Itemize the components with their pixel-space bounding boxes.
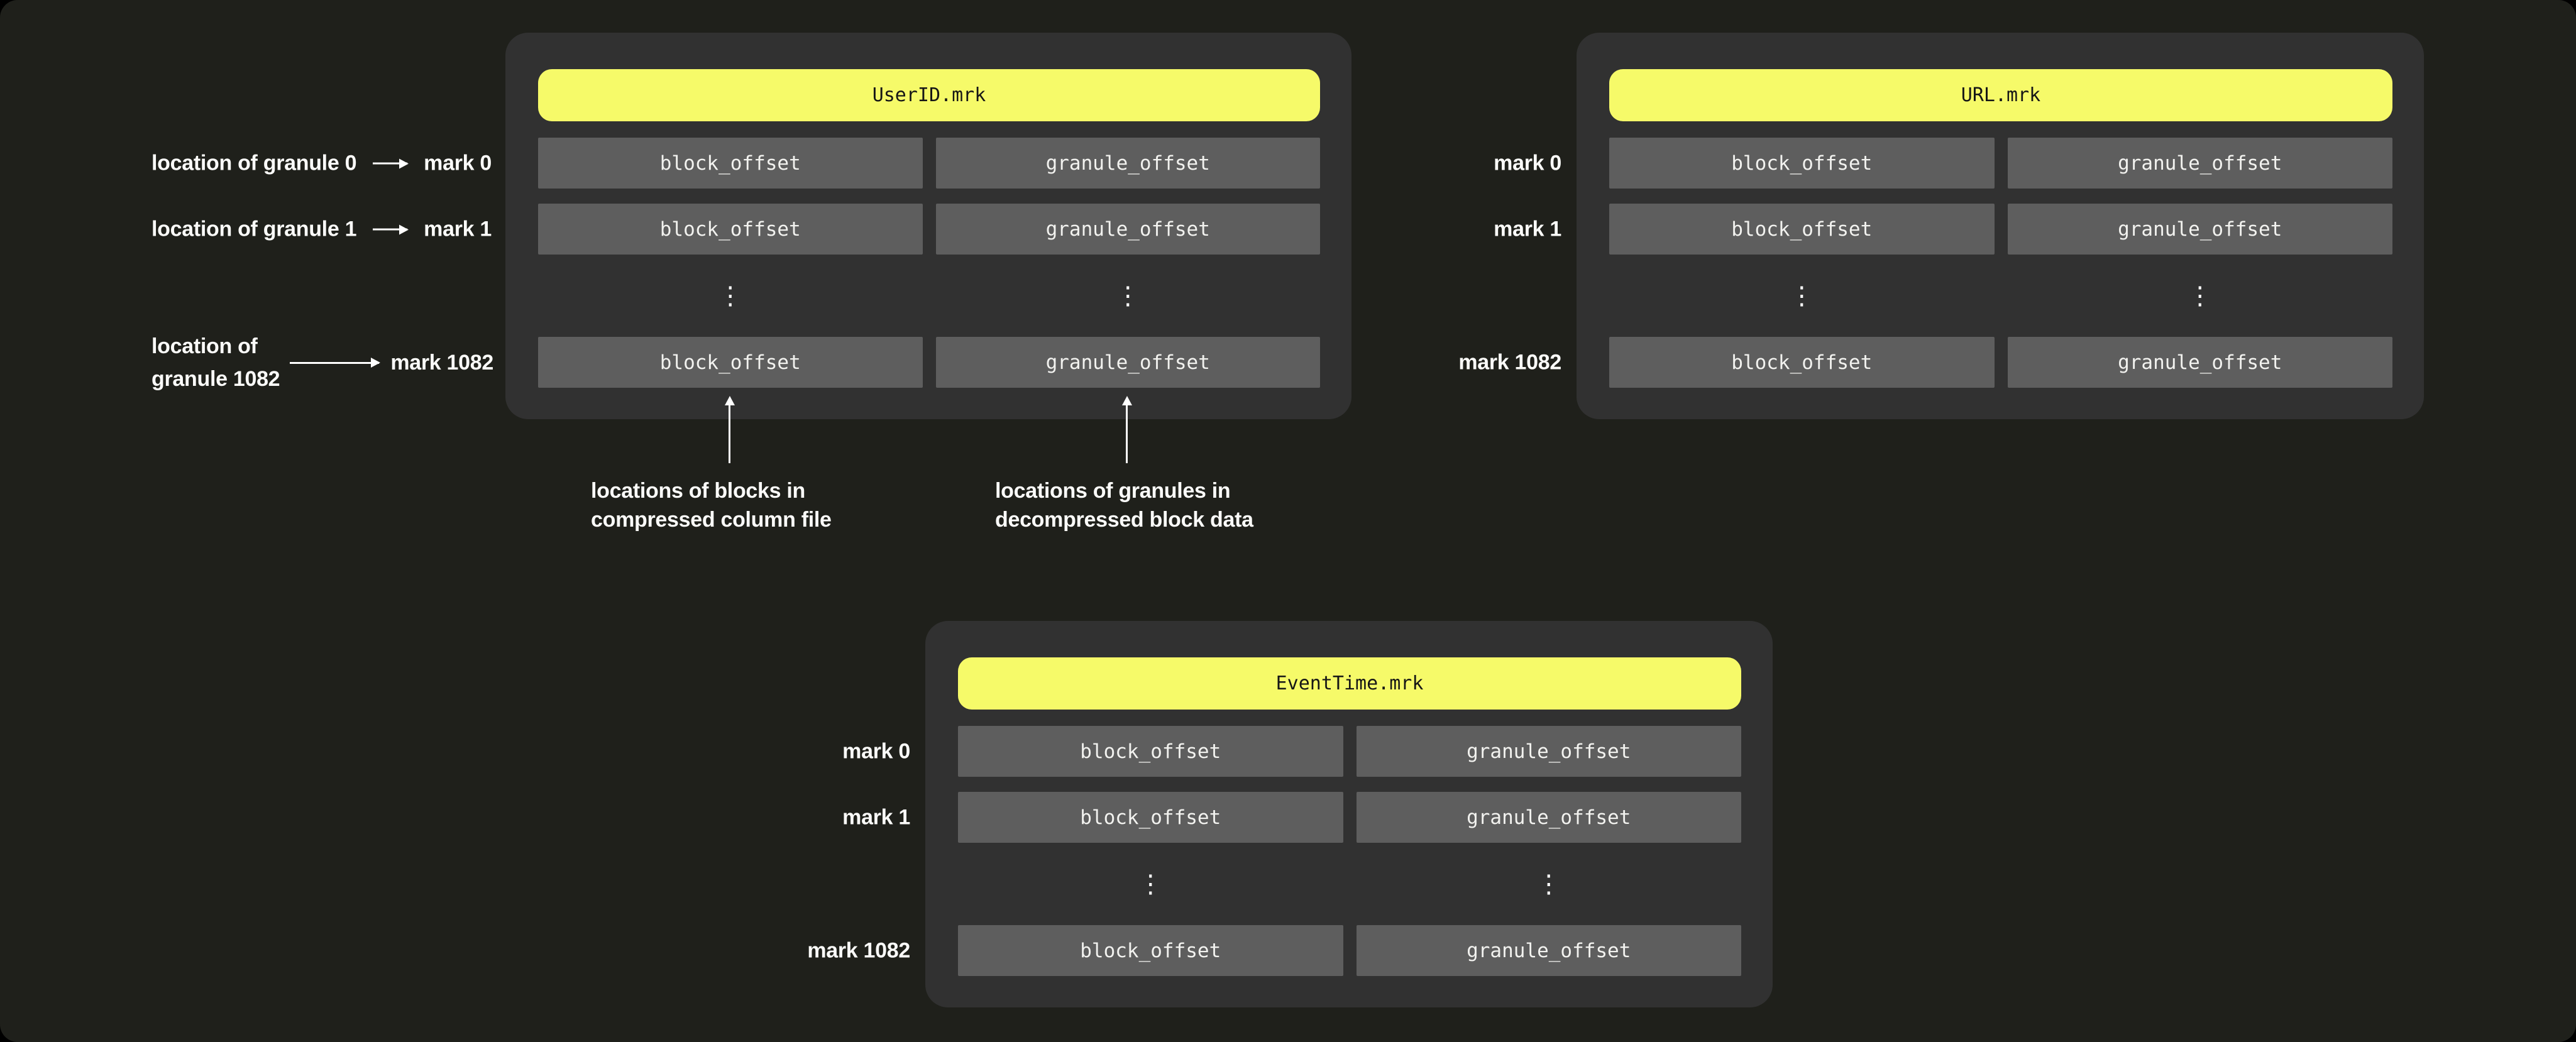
panel-eventtime-mrk: EventTime.mrk block_offset granule_offse… — [925, 621, 1773, 1007]
mark-label-url-0: mark 0 — [1494, 151, 1561, 175]
ellipsis-vertical-icon: ⋮ — [1789, 281, 1815, 310]
file-title-userid: UserID.mrk — [872, 84, 986, 106]
cell-block-offset: block_offset — [1609, 204, 1995, 255]
arrow-right-icon — [373, 162, 408, 165]
file-title-eventtime: EventTime.mrk — [1275, 672, 1424, 694]
cell-granule-offset: granule_offset — [2007, 204, 2392, 255]
file-header-userid: UserID.mrk — [538, 69, 1320, 121]
annotation-granule-0: location of granule 0 mark 0 — [151, 151, 492, 176]
cell-granule-offset: granule_offset — [2007, 138, 2392, 189]
annotation-line2: decompressed block data — [995, 508, 1253, 532]
arrow-right-icon — [290, 361, 380, 364]
cell-granule-offset: granule_offset — [1356, 726, 1741, 777]
annotation-label: location of granule 0 — [151, 151, 357, 175]
annotation-label-line1: location of — [151, 334, 258, 358]
cell-granule-offset: granule_offset — [935, 204, 1320, 255]
mark-label-eventtime-2: mark 1082 — [807, 938, 910, 963]
cell-block-offset: block_offset — [958, 925, 1343, 976]
mark-table-url: block_offset granule_offset block_offset… — [1609, 138, 2392, 388]
annotation-granules-note: locations of granules in decompressed bl… — [995, 476, 1253, 534]
mark-label-userid-1: mark 1 — [424, 217, 492, 241]
ellipsis-vertical-icon: ⋮ — [1138, 869, 1164, 899]
annotation-label-line2: granule 1082 — [151, 367, 280, 391]
ellipsis-vertical-icon: ⋮ — [717, 281, 743, 310]
annotation-label: location of granule 1 — [151, 217, 357, 241]
ellipsis-vertical-icon: ⋮ — [1115, 281, 1141, 310]
cell-block-offset: block_offset — [538, 138, 923, 189]
cell-block-offset: block_offset — [1609, 138, 1995, 189]
panel-userid-mrk: UserID.mrk block_offset granule_offset b… — [505, 33, 1351, 419]
arrow-right-icon — [373, 228, 408, 231]
annotation-line1: locations of granules in — [995, 479, 1231, 503]
mark-label-url-1: mark 1 — [1494, 217, 1561, 241]
annotation-line2: compressed column file — [591, 508, 832, 532]
cell-block-offset: block_offset — [538, 337, 923, 388]
ellipsis-vertical-icon: ⋮ — [2187, 281, 2213, 310]
cell-granule-offset: granule_offset — [935, 337, 1320, 388]
annotation-label: location of granule 1082 — [151, 330, 280, 395]
annotation-blocks-note: locations of blocks in compressed column… — [591, 476, 832, 534]
mark-label-url-2: mark 1082 — [1458, 350, 1561, 375]
annotation-granule-1: location of granule 1 mark 1 — [151, 217, 492, 242]
cell-block-offset: block_offset — [1609, 337, 1995, 388]
file-header-eventtime: EventTime.mrk — [958, 657, 1741, 710]
panel-url-mrk: URL.mrk block_offset granule_offset bloc… — [1577, 33, 2424, 419]
arrow-up-icon — [729, 405, 730, 463]
mark-table-userid: block_offset granule_offset block_offset… — [538, 138, 1320, 388]
file-title-url: URL.mrk — [1961, 84, 2041, 106]
mark-label-eventtime-1: mark 1 — [842, 805, 910, 830]
annotation-line1: locations of blocks in — [591, 479, 806, 503]
cell-block-offset: block_offset — [538, 204, 923, 255]
file-header-url: URL.mrk — [1609, 69, 2392, 121]
ellipsis-vertical-icon: ⋮ — [1536, 869, 1561, 899]
mark-table-eventtime: block_offset granule_offset block_offset… — [958, 726, 1741, 976]
cell-block-offset: block_offset — [958, 792, 1343, 843]
mark-label-userid-0: mark 0 — [424, 151, 492, 175]
cell-granule-offset: granule_offset — [1356, 792, 1741, 843]
cell-block-offset: block_offset — [958, 726, 1343, 777]
cell-granule-offset: granule_offset — [1356, 925, 1741, 976]
cell-granule-offset: granule_offset — [935, 138, 1320, 189]
arrow-up-icon — [1126, 405, 1128, 463]
mark-label-eventtime-0: mark 0 — [842, 739, 910, 764]
mark-label-userid-2: mark 1082 — [390, 350, 493, 375]
cell-granule-offset: granule_offset — [2007, 337, 2392, 388]
annotation-granule-1082: location of granule 1082 mark 1082 — [151, 330, 493, 395]
